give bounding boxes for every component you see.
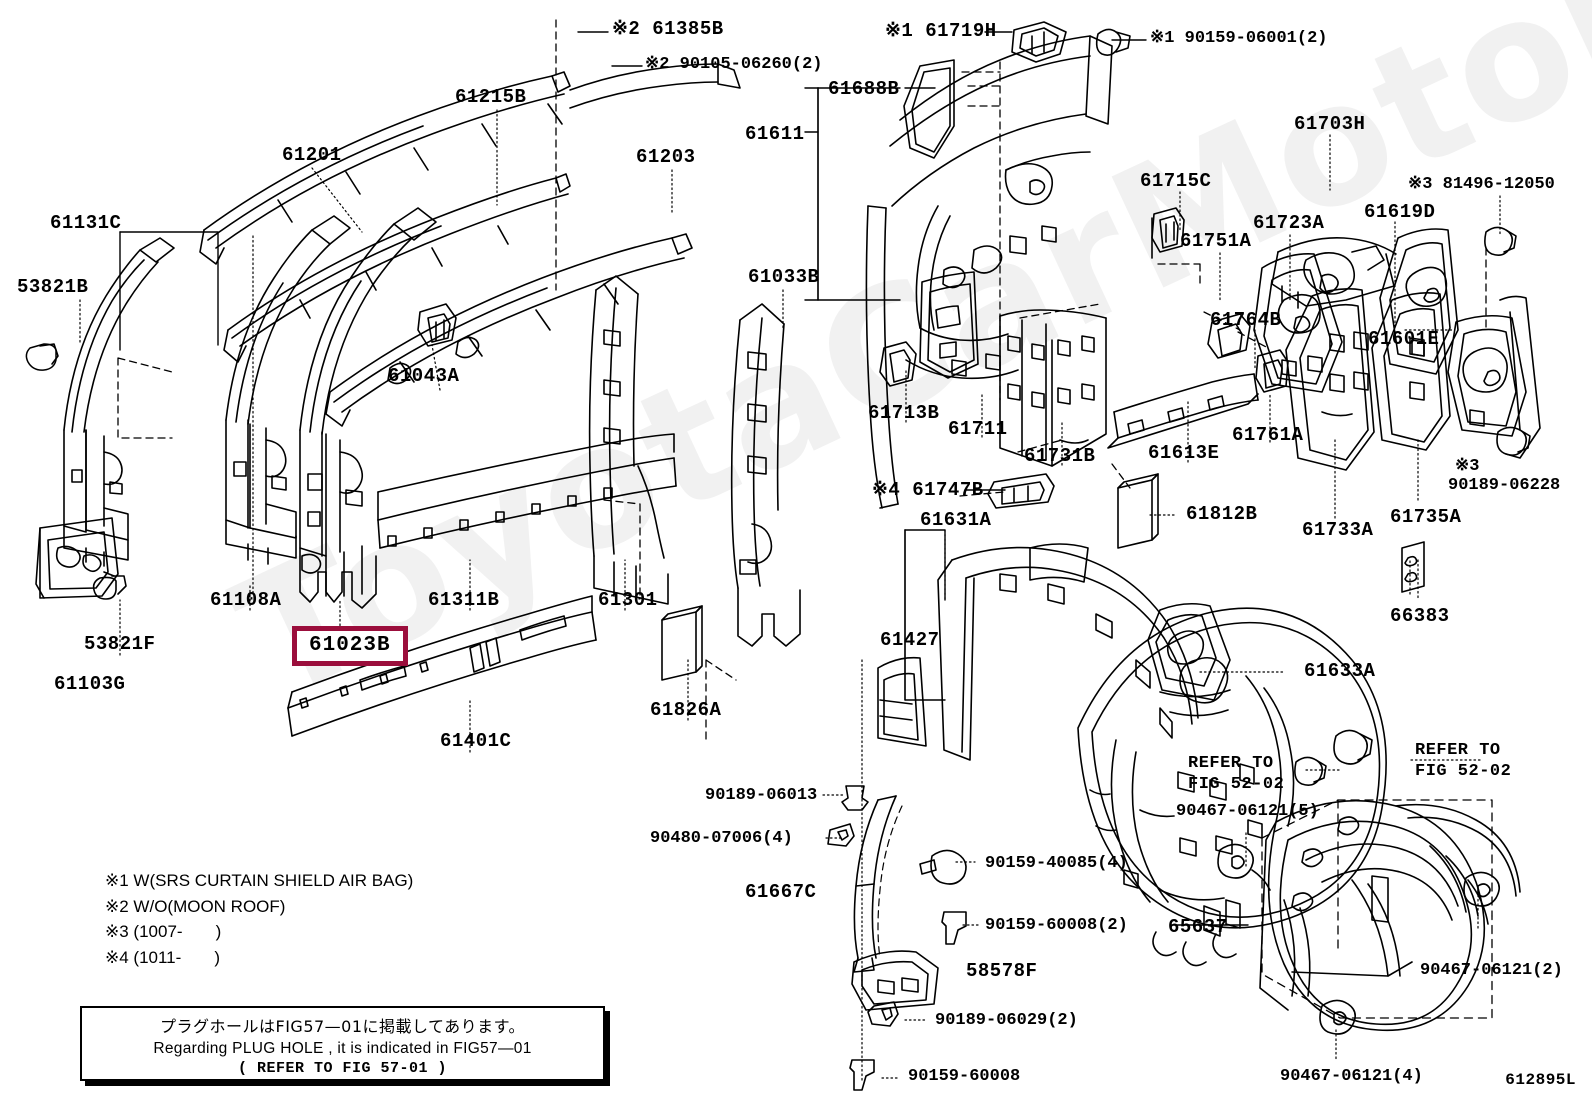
part-number-label[interactable]: 61611 [745, 123, 805, 145]
part-number-label[interactable]: 61703H [1294, 113, 1366, 135]
part-number-label[interactable]: 61131C [50, 212, 122, 234]
part-number-label[interactable]: 65637 [1168, 916, 1228, 938]
part-number-label[interactable]: 90467-06121(2) [1420, 961, 1563, 980]
part-number-label[interactable]: ※3 [1455, 457, 1480, 476]
part-number-label[interactable]: 61713B [868, 402, 940, 424]
part-number-label[interactable]: ※4 61747B [872, 479, 984, 501]
part-number-label[interactable]: 61633A [1304, 660, 1376, 682]
part-number-label[interactable]: 61033B [748, 266, 820, 288]
part-number-label[interactable]: 61733A [1302, 519, 1374, 541]
part-number-label[interactable]: ※1 61719H [885, 20, 997, 42]
part-number-label[interactable]: 61812B [1186, 503, 1258, 525]
part-number-label[interactable]: 90189-06029(2) [935, 1011, 1078, 1030]
part-number-label[interactable]: 90189-06013 [705, 786, 818, 805]
part-number-label[interactable]: 61761A [1232, 424, 1304, 446]
footnote-legend: ※1 W(SRS CURTAIN SHIELD AIR BAG) ※2 W/O(… [105, 871, 414, 967]
part-number-label[interactable]: REFER TO FIG 52-02 [1415, 741, 1512, 782]
part-number-label[interactable]: 61735A [1390, 506, 1462, 528]
part-number-label[interactable]: 90159-60008 [908, 1067, 1021, 1086]
part-number-label[interactable]: 61764B [1210, 309, 1282, 331]
part-number-label[interactable]: 61751A [1180, 230, 1252, 252]
part-number-label[interactable]: 61667C [745, 881, 817, 903]
part-number-label[interactable]: 61715C [1140, 170, 1212, 192]
part-number-label[interactable]: 90467-06121(5) [1176, 802, 1319, 821]
part-number-label[interactable]: 61731B [1024, 445, 1096, 467]
part-number-label[interactable]: 61631A [920, 509, 992, 531]
part-number-label[interactable]: 61613E [1148, 442, 1220, 464]
part-number-label[interactable]: 90480-07006(4) [650, 829, 793, 848]
part-number-label[interactable]: 90467-06121(4) [1280, 1067, 1423, 1086]
plug-hole-note-refer: ( REFER TO FIG 57-01 ) [237, 1060, 448, 1077]
part-number-label[interactable]: 61108A [210, 589, 282, 611]
part-number-label[interactable]: 53821F [84, 633, 156, 655]
part-number-label[interactable]: ※2 90105-06260(2) [645, 55, 823, 74]
part-number-label[interactable]: 61043A [388, 365, 460, 387]
figure-id: 612895L [1505, 1071, 1576, 1089]
part-number-label[interactable]: ※1 90159-06001(2) [1150, 29, 1328, 48]
part-number-label[interactable]: ※3 81496-12050 [1408, 175, 1555, 194]
part-number-label[interactable]: 61427 [880, 629, 940, 651]
part-number-label[interactable]: REFER TO FIG 52-02 [1188, 754, 1285, 795]
part-number-label[interactable]: 61826A [650, 699, 722, 721]
part-number-label[interactable]: 61601E [1368, 328, 1440, 350]
plug-hole-note-english: Regarding PLUG HOLE , it is indicated in… [153, 1040, 532, 1057]
selected-part-number[interactable]: 61023B [292, 626, 408, 666]
part-number-label[interactable]: 61215B [455, 86, 527, 108]
part-number-label[interactable]: ※2 61385B [612, 18, 724, 40]
part-number-label[interactable]: 90159-40085(4) [985, 854, 1128, 873]
part-number-label[interactable]: 66383 [1390, 605, 1450, 627]
plug-hole-note-japanese: プラグホールはFIG57—01に掲載してあります。 [160, 1017, 525, 1036]
plug-hole-note-box: プラグホールはFIG57—01に掲載してあります。 Regarding PLUG… [80, 1006, 605, 1081]
part-number-label[interactable]: 61711 [948, 418, 1008, 440]
part-number-label[interactable]: 61723A [1253, 212, 1325, 234]
part-number-label[interactable]: 90189-06228 [1448, 476, 1561, 495]
part-number-label[interactable]: 61301 [598, 589, 658, 611]
part-number-label[interactable]: 53821B [17, 276, 89, 298]
part-number-label[interactable]: 61201 [282, 144, 342, 166]
part-number-label[interactable]: 61103G [54, 673, 126, 695]
part-number-label[interactable]: 61401C [440, 730, 512, 752]
part-number-label[interactable]: 61688B [828, 78, 900, 100]
part-number-label[interactable]: 61203 [636, 146, 696, 168]
part-number-label[interactable]: 61311B [428, 589, 500, 611]
part-number-label[interactable]: 58578F [966, 960, 1038, 982]
part-number-label[interactable]: 61619D [1364, 201, 1436, 223]
part-number-label[interactable]: 90159-60008(2) [985, 916, 1128, 935]
